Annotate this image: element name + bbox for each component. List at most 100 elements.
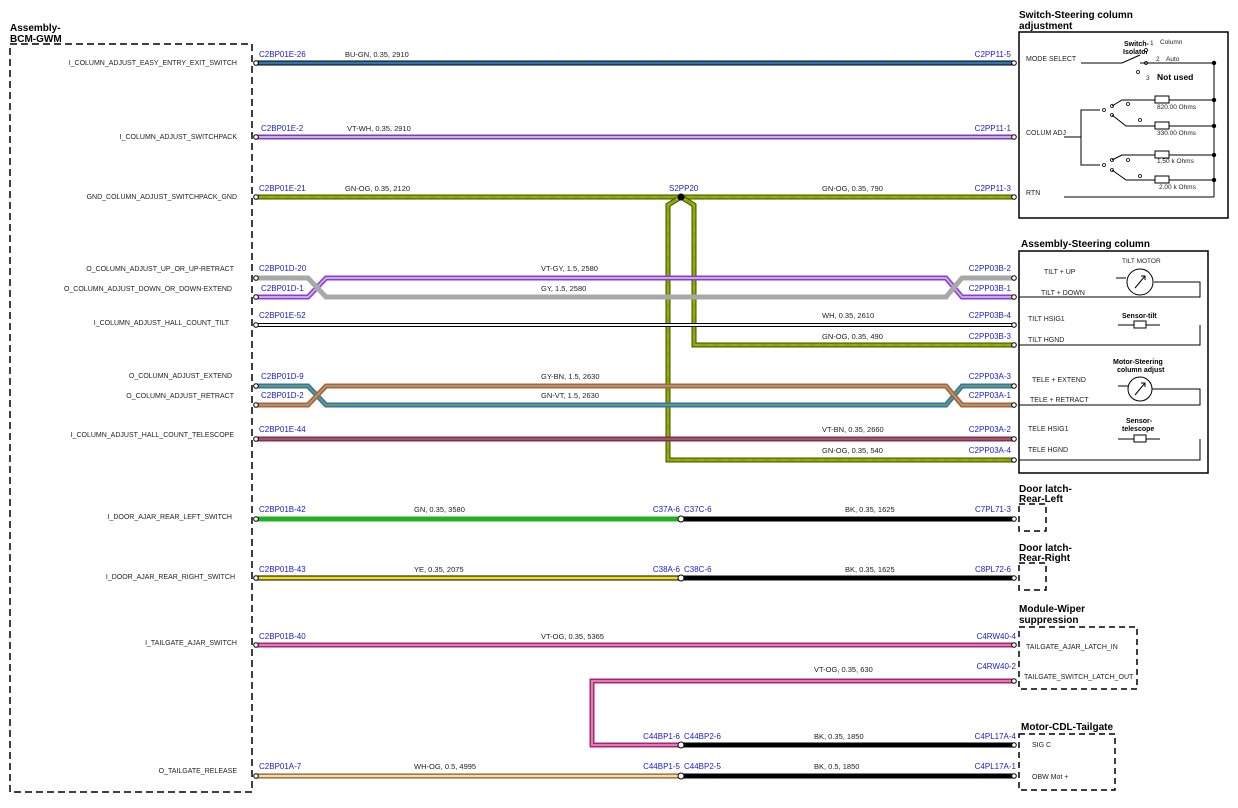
cdl-title: Motor-CDL-Tailgate <box>1021 722 1113 733</box>
pin-label: C2BP01A-7 <box>259 762 302 771</box>
steering-column-assembly-box <box>1018 250 1209 474</box>
pin-label: C2BP01B-43 <box>259 565 306 574</box>
door-rl-title-line1: Door latch- <box>1019 484 1072 495</box>
pin-label: C44BP1-6 <box>643 732 680 741</box>
wiper-block-internals: TAILGATE_AJAR_LATCH_IN TAILGATE_SWITCH_L… <box>1024 644 1134 681</box>
pin-label: C2PP03A-3 <box>969 372 1012 381</box>
inline-pin-labels: C37A-6 C37C-6 C38A-6 C38C-6 C44BP1-6 C44… <box>643 184 721 771</box>
signal-name: O_TAILGATE_RELEASE <box>159 768 238 775</box>
resistor-820-label: 820.00 Ohms <box>1157 104 1197 111</box>
pin-label: C2BP01E-2 <box>261 124 304 133</box>
sensor-tilt-icon <box>1133 320 1147 329</box>
pin-label: C37A-6 <box>653 505 681 514</box>
bcm-signal-names: I_COLUMN_ADJUST_EASY_ENTRY_EXIT_SWITCH I… <box>64 60 237 775</box>
right-pin-labels: C2PP11-5 C2PP11-1 C2PP11-3 C2PP03B-2 C2P… <box>969 50 1017 771</box>
wiper-title-line2: suppression <box>1019 615 1078 626</box>
tilt-down-label: TILT + DOWN <box>1041 290 1085 297</box>
door-rr-title-line2: Rear-Right <box>1019 553 1071 564</box>
wire-label: VT-WH, 0.35, 2910 <box>347 124 411 133</box>
splice-point <box>677 193 685 201</box>
cdl-block-internals: SIG C OBW Mot + <box>1032 742 1068 781</box>
pin-label: C2BP01D-1 <box>261 284 304 293</box>
switch-steering-adjustment-box <box>1018 31 1229 219</box>
wire-labels: BU-GN, 0.35, 2910 VT-WH, 0.35, 2910 GN-O… <box>345 50 895 771</box>
signal-name: GND_COLUMN_ADJUST_SWITCHPACK_GND <box>87 194 237 201</box>
option-3-label: Not used <box>1157 72 1193 82</box>
sig-c-label: SIG C <box>1032 742 1051 749</box>
resistor-330-label: 330.00 Ohms <box>1157 130 1197 137</box>
pin-label: C2PP11-1 <box>975 124 1012 133</box>
splice-label: S2PP20 <box>669 184 699 193</box>
signal-name: I_COLUMN_ADJUST_SWITCHPACK <box>120 134 238 141</box>
option-2-label: Auto <box>1166 56 1180 63</box>
pin-label: C2BP01E-44 <box>259 425 306 434</box>
wire-terminals <box>253 60 1017 779</box>
option-3-number: 3 <box>1146 75 1150 82</box>
option-1-number: 1 <box>1150 40 1154 47</box>
wire-label: BK, 0.35, 1850 <box>814 732 864 741</box>
switch-block-internals: MODE SELECT COLUM ADJ RTN Switch- Isolat… <box>1026 39 1217 198</box>
signal-name: I_COLUMN_ADJUST_HALL_COUNT_TELESCOPE <box>71 432 235 439</box>
signal-name: I_DOOR_AJAR_REAR_RIGHT_SWITCH <box>106 574 235 581</box>
pin-label: C2BP01E-26 <box>259 50 306 59</box>
pin-label: C2BP01D-20 <box>259 264 307 273</box>
wire-gn-vt <box>256 383 1014 408</box>
motor-steering-title-line2: column adjust <box>1117 367 1165 374</box>
wire-label: GN-VT, 1.5, 2630 <box>541 391 599 400</box>
wire-label: YE, 0.35, 2075 <box>414 565 464 574</box>
pin-label: C4PL17A-1 <box>975 762 1017 771</box>
tilt-hsig-label: TILT HSIG1 <box>1028 316 1065 323</box>
pin-label: C2BP01E-21 <box>259 184 306 193</box>
wire-label: GY, 1.5, 2580 <box>541 284 586 293</box>
wire-label: VT-OG, 0.35, 5365 <box>541 632 604 641</box>
signal-name: I_DOOR_AJAR_REAR_LEFT_SWITCH <box>108 514 232 521</box>
mode-select-label: MODE SELECT <box>1026 56 1077 63</box>
pin-label: C2BP01B-42 <box>259 505 306 514</box>
sensor-tilt-label: Sensor-tilt <box>1122 313 1157 320</box>
tele-hsig-label: TELE HSIG1 <box>1028 426 1069 433</box>
wire-label: BK, 0.35, 1625 <box>845 505 895 514</box>
bcm-title-line1: Assembly- <box>10 23 61 34</box>
pin-label: C44BP1-5 <box>643 762 680 771</box>
wire-label: GN-OG, 0.35, 490 <box>822 332 883 341</box>
latch-out-label: TAILGATE_SWITCH_LATCH_OUT <box>1024 674 1134 681</box>
cdl-tailgate-motor-box <box>1018 733 1116 791</box>
wire-gy <box>256 275 1014 300</box>
pin-label: C44BP2-5 <box>684 762 721 771</box>
wire-label: GY-BN, 1.5, 2630 <box>541 372 600 381</box>
wire-label: VT-OG, 0.35, 630 <box>814 665 873 674</box>
pin-label: C2PP03B-1 <box>969 284 1012 293</box>
pin-label: C2PP03A-4 <box>969 446 1012 455</box>
pin-label: C2BP01B-40 <box>259 632 306 641</box>
wire-label: VT-BN, 0.35, 2660 <box>822 425 884 434</box>
pin-label: C2BP01D-9 <box>261 372 304 381</box>
pin-label: C38C-6 <box>684 565 712 574</box>
door-rl-title-line2: Rear-Left <box>1019 494 1064 505</box>
pin-label: C8PL72-6 <box>975 565 1012 574</box>
resistor-2k-label: 2.00 k Ohms <box>1159 184 1197 191</box>
pin-label: C2PP03B-2 <box>969 264 1012 273</box>
pin-label: C38A-6 <box>653 565 681 574</box>
tilt-up-label: TILT + UP <box>1044 269 1076 276</box>
pin-label: C4RW40-2 <box>977 662 1017 671</box>
wire-label: GN-OG, 0.35, 2120 <box>345 184 410 193</box>
wire-label: BK, 0.5, 1850 <box>814 762 859 771</box>
wiper-title-line1: Module-Wiper <box>1019 604 1085 615</box>
pin-label: C37C-6 <box>684 505 712 514</box>
wire-label: BU-GN, 0.35, 2910 <box>345 50 409 59</box>
pin-label: C7PL71-3 <box>975 505 1012 514</box>
pin-label: C4RW40-4 <box>977 632 1017 641</box>
option-2-number: 2 <box>1156 56 1160 63</box>
pin-label: C2PP11-3 <box>975 184 1012 193</box>
bcm-title-line2: BCM-GWM <box>10 34 62 45</box>
signal-name: I_COLUMN_ADJUST_HALL_COUNT_TILT <box>94 320 230 327</box>
signal-name: O_COLUMN_ADJUST_DOWN_OR_DOWN-EXTEND <box>64 286 232 293</box>
pin-label: C2PP03A-2 <box>969 425 1012 434</box>
pin-label: C44BP2-6 <box>684 732 721 741</box>
pin-label: C2PP03A-1 <box>969 391 1012 400</box>
isolator-title-line1: Switch- <box>1124 41 1150 48</box>
tilt-motor-label: TILT MOTOR <box>1122 258 1161 265</box>
door-rr-title-line1: Door latch- <box>1019 543 1072 554</box>
switch-title-line2: adjustment <box>1019 21 1073 32</box>
